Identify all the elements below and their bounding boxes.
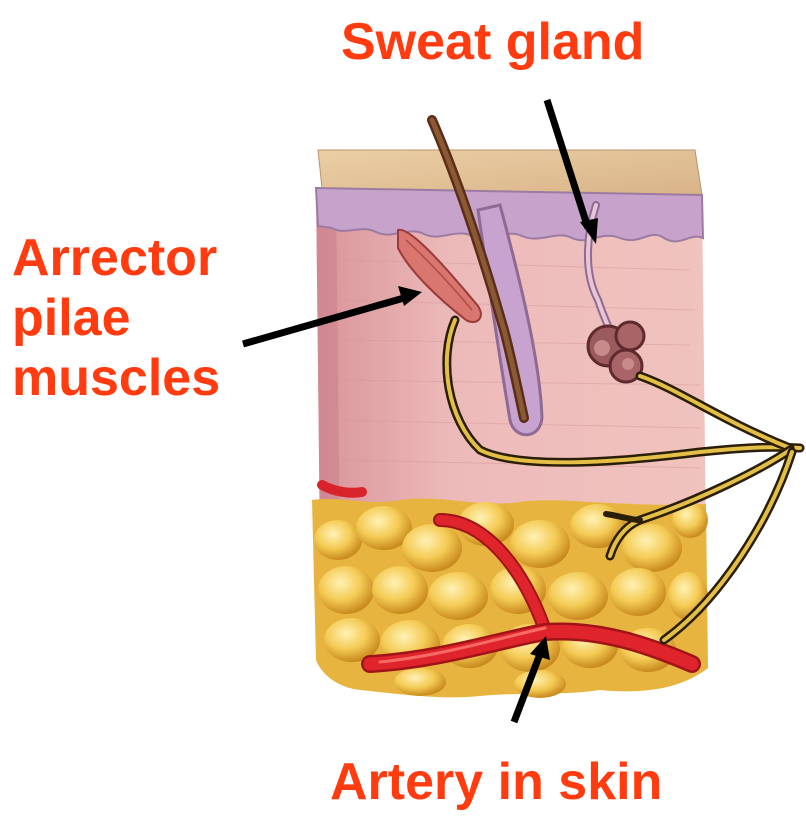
label-arrector-pilae-muscles: Arrector pilae muscles <box>12 228 282 408</box>
label-arrector-line-3: muscles <box>12 348 282 408</box>
label-sweat-gland: Sweat gland <box>341 12 644 72</box>
label-artery-in-skin: Artery in skin <box>330 752 662 812</box>
label-arrector-line-1: Arrector <box>12 228 282 288</box>
label-arrector-line-2: pilae <box>12 288 282 348</box>
